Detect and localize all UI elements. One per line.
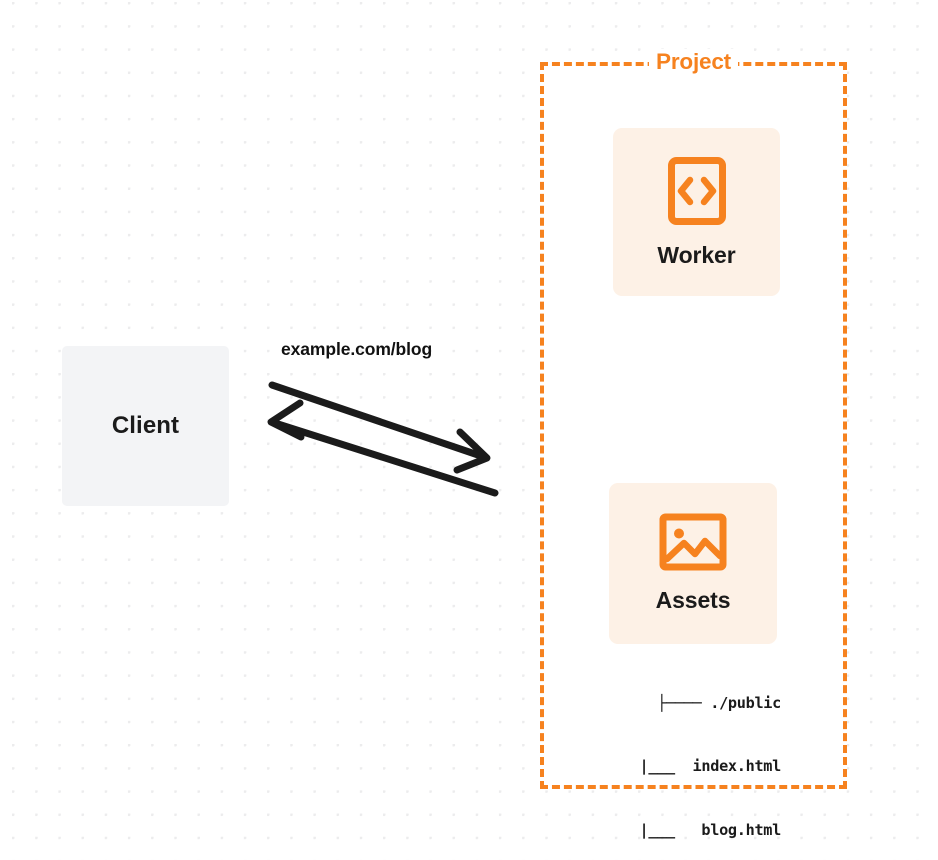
code-brackets-icon [667, 156, 727, 226]
file-tree-row: |___ blog.html [612, 821, 781, 840]
worker-node[interactable]: Worker [613, 128, 780, 296]
assets-node-label: Assets [655, 587, 731, 613]
response-arrow [267, 399, 499, 497]
image-picture-icon [659, 513, 727, 571]
worker-node-label: Worker [657, 241, 736, 268]
client-node-label: Client [111, 412, 180, 439]
project-title: Project [540, 49, 847, 75]
client-node[interactable]: Client [62, 346, 229, 506]
connection-label: example.com/blog [281, 339, 433, 359]
request-arrow [268, 381, 491, 474]
project-title-text: Project [649, 49, 738, 74]
assets-file-tree: ├──── ./public |___ index.html |___ blog… [549, 650, 781, 860]
file-tree-row: |___ index.html [612, 757, 781, 776]
file-tree-row: ├──── ./public [657, 693, 781, 712]
assets-node[interactable]: Assets [609, 483, 777, 644]
